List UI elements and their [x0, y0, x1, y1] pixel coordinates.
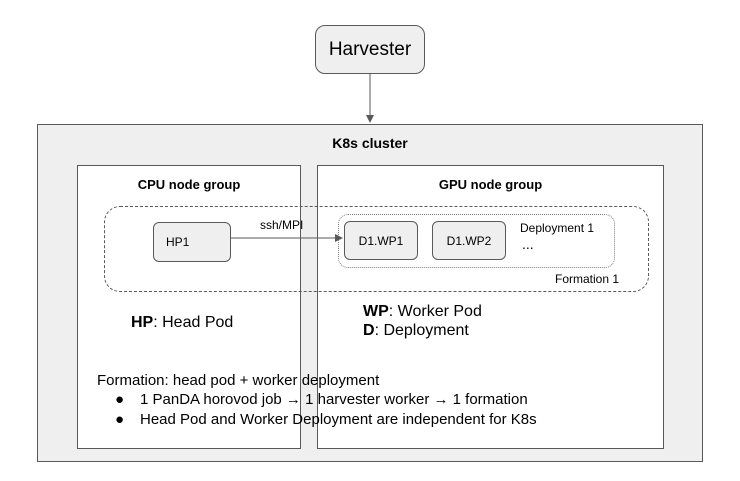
notes-bullet-1-text: 1 PanDA horovod job → 1 harvester worker… — [140, 391, 528, 408]
legend-d-key: D — [363, 322, 375, 339]
formation-label: Formation 1 — [555, 272, 620, 286]
bullet-dot-1: ● — [115, 391, 125, 408]
legend-worker-pod: WP: Worker Pod — [363, 303, 482, 321]
notes-bullet-1: ● 1 PanDA horovod job → 1 harvester worke… — [115, 391, 528, 408]
worker-pod-1-box: D1.WP1 — [344, 221, 418, 260]
notes-bullet-2: ● Head Pod and Worker Deployment are inde… — [115, 411, 537, 428]
head-pod-label: HP1 — [166, 235, 190, 249]
legend-head-pod: HP: Head Pod — [131, 314, 233, 332]
harvester-label: Harvester — [328, 38, 412, 60]
ssh-mpi-label: ssh/MPI — [260, 218, 304, 232]
legend-deployment: D: Deployment — [363, 322, 469, 340]
worker-pod-2-box: D1.WP2 — [432, 221, 506, 260]
k8s-cluster-label: K8s cluster — [332, 135, 408, 151]
gpu-node-group-box — [317, 165, 664, 449]
deployment-ellipsis: ... — [522, 236, 534, 252]
formation-box — [104, 206, 649, 292]
deployment-label: Deployment 1 — [520, 221, 595, 235]
legend-d-text: : Deployment — [374, 322, 469, 339]
cpu-node-group-label: CPU node group — [137, 177, 241, 192]
legend-hp-key: HP — [131, 314, 154, 331]
worker-pod-2-label: D1.WP2 — [446, 233, 492, 248]
worker-pod-1-label: D1.WP1 — [358, 233, 404, 248]
legend-hp-text: : Head Pod — [153, 314, 234, 331]
notes-bullet-2-text: Head Pod and Worker Deployment are indep… — [140, 411, 537, 428]
gpu-node-group-label: GPU node group — [438, 177, 543, 192]
bullet-dot-2: ● — [115, 411, 125, 428]
notes-title: Formation: head pod + worker deployment — [97, 372, 380, 389]
head-pod-box: HP1 — [153, 222, 231, 262]
legend-wp-key: WP — [363, 303, 389, 320]
legend-wp-text: : Worker Pod — [388, 303, 482, 320]
harvester-box: Harvester — [315, 25, 425, 74]
